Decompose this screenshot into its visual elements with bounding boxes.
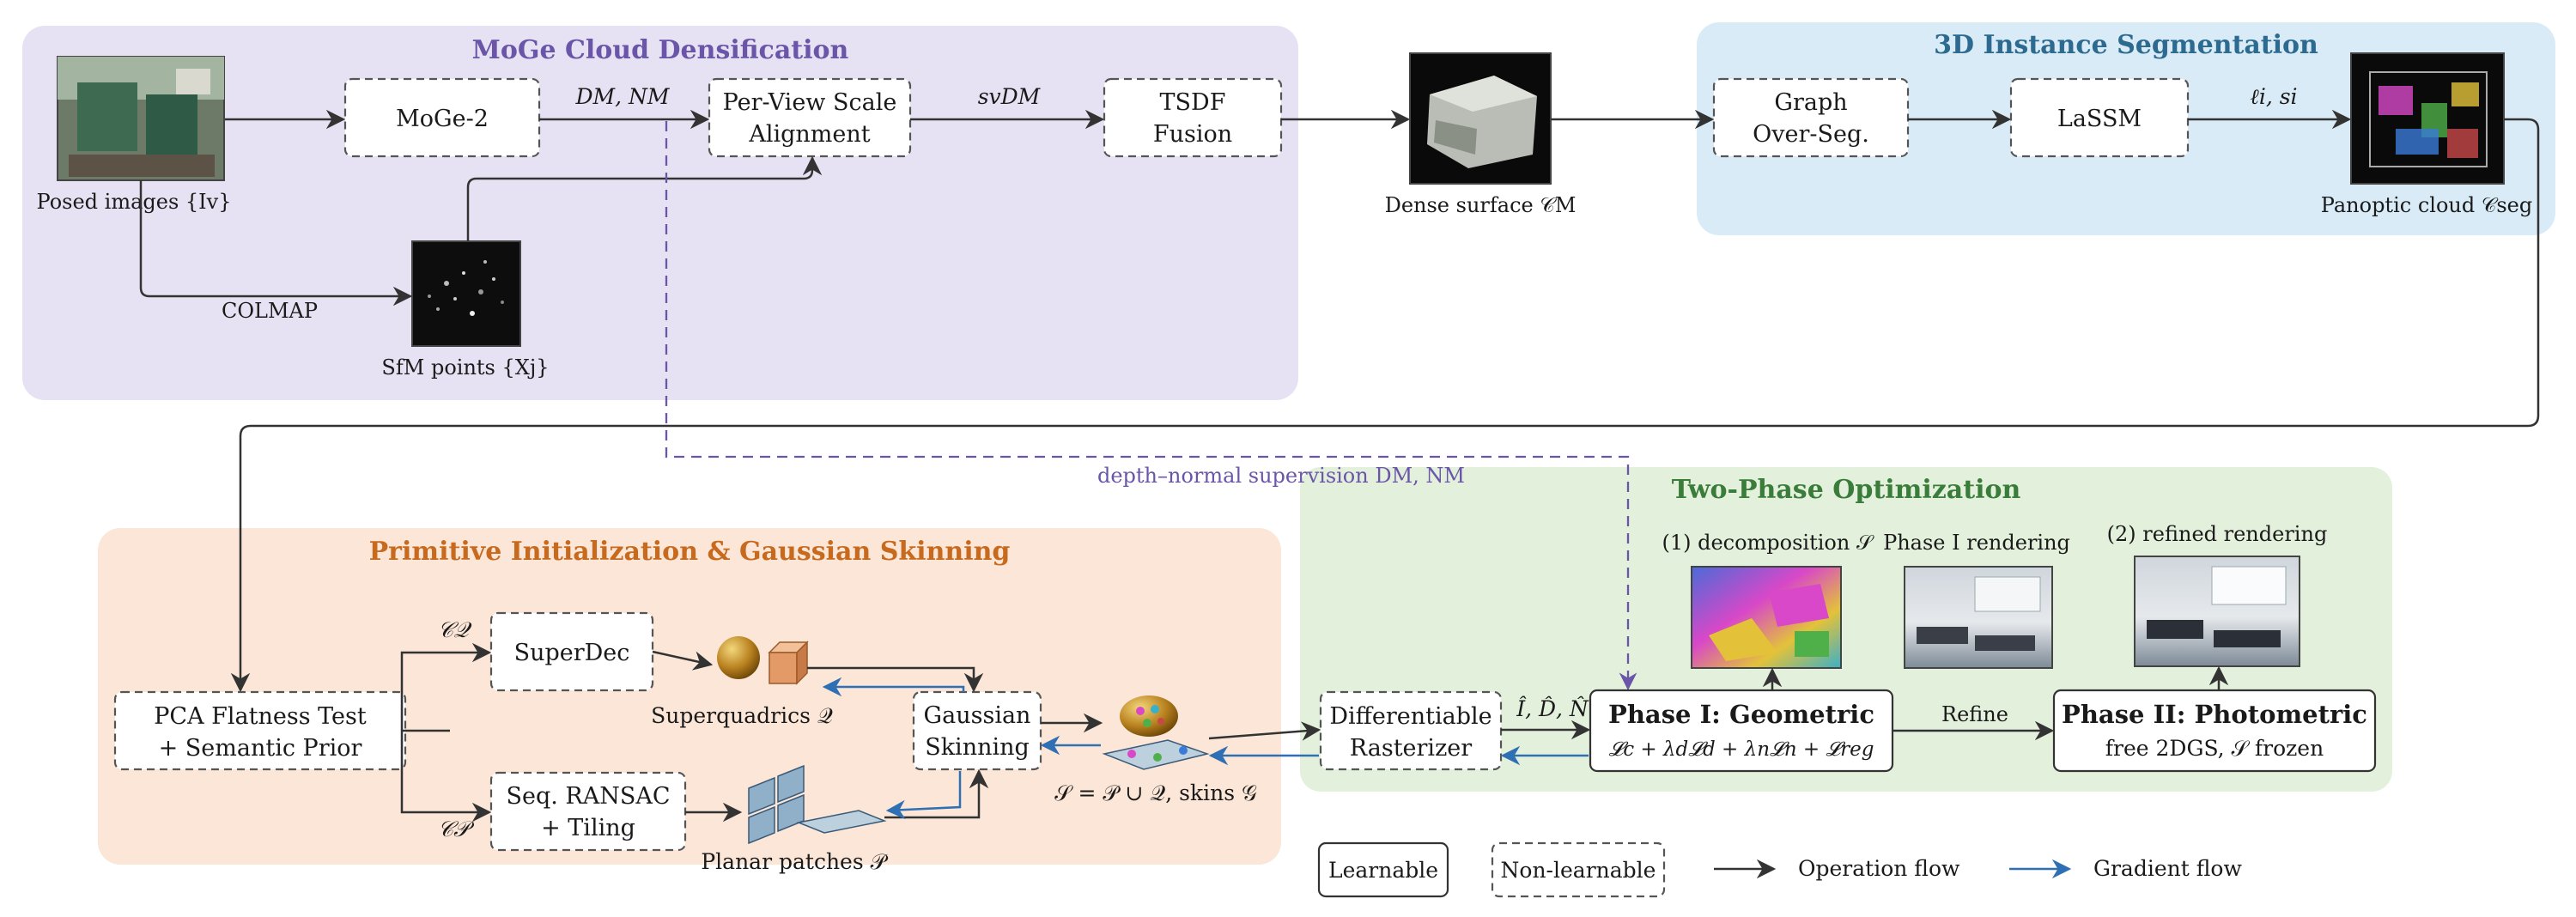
- composite-primitives-icon: [1102, 695, 1210, 770]
- phase1-rendering-label: Phase I rendering: [1883, 531, 2070, 555]
- posed-images-thumbnail: [57, 56, 225, 181]
- skinning-to-patch-gradient: [885, 771, 962, 820]
- phase2-sub: free 2DGS, 𝒮 frozen: [2105, 736, 2324, 761]
- lassm-box: [2009, 77, 2190, 158]
- tsdf-line2: Fusion: [1153, 121, 1232, 148]
- ransac-line2: + Tiling: [541, 815, 635, 841]
- moge2-text: MoGe-2: [396, 106, 489, 132]
- refined-rendering-label: (2) refined rendering: [2107, 522, 2328, 546]
- colmap-label: COLMAP: [222, 299, 318, 323]
- skinning-to-sq-gradient: [822, 677, 965, 697]
- phase2-box: [2052, 689, 2377, 773]
- planar-patches-label: Planar patches 𝒫: [701, 849, 888, 874]
- two-phase-region-title: Two-Phase Optimization: [1672, 475, 2021, 505]
- legend-gradient-text: Gradient flow: [2093, 856, 2242, 881]
- legend-nonlearnable-box: [1491, 841, 1666, 898]
- scale-alignment-line1: Per-View Scale: [723, 89, 897, 116]
- dm-nm-label: DM, NM: [574, 84, 670, 109]
- phase1-title: Phase I: Geometric: [1608, 700, 1874, 729]
- posed-images-label: Posed images {Iv}: [37, 190, 232, 214]
- sq-to-skinning-arrow: [807, 666, 984, 693]
- tsdf-line1: TSDF: [1160, 89, 1226, 116]
- cp-label: 𝒞𝒫: [438, 817, 475, 841]
- superquadrics-icon: [717, 636, 809, 685]
- legend-learnable-text: Learnable: [1328, 858, 1438, 883]
- sfm-points-label: SfM points {Xj}: [381, 355, 549, 380]
- phase1-loss: 𝓛c + λd𝓛d + λn𝓛n + 𝓛reg: [1608, 738, 1874, 761]
- graph-line2: Over-Seg.: [1753, 121, 1869, 148]
- superquadrics-label: Superquadrics 𝒬: [651, 703, 833, 728]
- tsdf-fusion-box: [1103, 77, 1283, 158]
- legend-operation-text: Operation flow: [1798, 856, 1960, 881]
- superdec-box: [489, 611, 654, 692]
- decomposition-label: (1) decomposition 𝒮: [1662, 531, 1874, 555]
- rasterizer-line1: Differentiable: [1329, 703, 1492, 730]
- moge-region-title: MoGe Cloud Densification: [472, 35, 849, 65]
- moge2-box: [343, 77, 541, 158]
- dense-surface-label: Dense surface 𝒞M: [1385, 193, 1577, 217]
- primitive-region-title: Primitive Initialization & Gaussian Skin…: [369, 537, 1011, 567]
- s-to-rasterizer-arrow: [1208, 721, 1321, 741]
- graph-line1: Graph: [1774, 89, 1847, 116]
- phase1-rendering-thumbnail: [1904, 566, 2053, 669]
- superdec-to-sq-arrow: [652, 650, 714, 671]
- refined-rendering-thumbnail: [2134, 556, 2300, 667]
- instance-region-title: 3D Instance Segmentation: [1934, 30, 2318, 60]
- depth-normal-supervision-arrow: [665, 121, 1637, 691]
- sfm-to-scale-arrow: [466, 155, 823, 241]
- ransac-line1: Seq. RANSAC: [506, 783, 670, 810]
- colmap-arrow: [139, 180, 413, 307]
- rasterizer-line2: Rasterizer: [1350, 735, 1472, 762]
- graph-overseg-box: [1712, 77, 1910, 158]
- decomposition-thumbnail: [1691, 566, 1842, 669]
- patch-to-skinning-arrow: [884, 768, 989, 819]
- scale-alignment-line2: Alignment: [748, 121, 870, 148]
- pca-line2: + Semantic Prior: [159, 735, 362, 762]
- lassm-text: LaSSM: [2057, 106, 2142, 132]
- phase2-title: Phase II: Photometric: [2062, 700, 2367, 729]
- superdec-text: SuperDec: [514, 640, 630, 666]
- pca-box: [113, 690, 407, 771]
- pca-line1: PCA Flatness Test: [154, 703, 367, 730]
- dense-surface-thumbnail: [1409, 52, 1552, 185]
- panoptic-label: Panoptic cloud 𝒞seg: [2321, 193, 2532, 217]
- render-output-label: Î, D̂, N̂: [1516, 696, 1589, 721]
- branch-to-superdec-arrow: [400, 642, 492, 731]
- refine-label: Refine: [1941, 702, 2008, 726]
- planar-patches-icon: [748, 764, 887, 845]
- branch-to-ransac-arrow: [400, 731, 492, 823]
- cq-label: 𝒞𝒬: [438, 617, 472, 642]
- panoptic-cloud-thumbnail: [2350, 52, 2505, 185]
- legend-learnable-box: [1317, 841, 1449, 898]
- depth-normal-label: depth–normal supervision DM, NM: [1097, 464, 1465, 488]
- skinning-line2: Skinning: [925, 734, 1030, 761]
- skinning-line1: Gaussian: [924, 702, 1031, 729]
- union-label: 𝒮 = 𝒫 ∪ 𝒬, skins 𝒢: [1054, 780, 1257, 805]
- legend-nonlearnable-text: Non-learnable: [1501, 858, 1656, 883]
- sfm-points-thumbnail: [411, 240, 521, 347]
- li-si-label: ℓi, si: [2250, 84, 2297, 109]
- sv-dm-label: svDM: [978, 84, 1042, 109]
- panoptic-to-pca-arrow: [230, 118, 2540, 693]
